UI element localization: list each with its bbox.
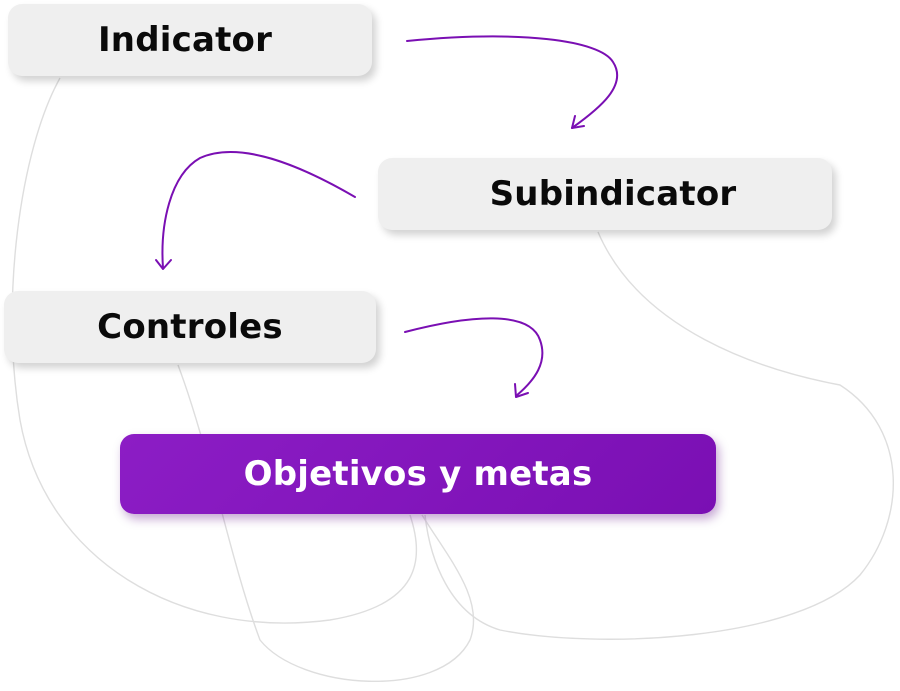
arrowhead-subindicator-icon <box>571 115 585 129</box>
arrow-indicator-to-subindicator <box>406 35 619 129</box>
controles-label: Controles <box>97 307 283 347</box>
subindicator-label: Subindicator <box>489 174 737 214</box>
guide-curve-indicator <box>11 77 418 624</box>
arrow-subindicator-to-controles <box>161 150 356 269</box>
arrowhead-controles-icon <box>155 259 172 270</box>
arrow-controles-to-objetivos <box>404 317 544 397</box>
objetivos-label: Objetivos y metas <box>243 454 593 494</box>
controles-node: Controles <box>4 291 376 363</box>
guide-curve-controles <box>177 364 475 683</box>
objetivos-node: Objetivos y metas <box>120 434 716 514</box>
arrowhead-objetivos-icon <box>514 383 529 398</box>
indicator-node: Indicator <box>8 4 372 76</box>
guide-curve-subindicator <box>424 231 894 640</box>
indicator-label: Indicator <box>97 20 273 60</box>
subindicator-node: Subindicator <box>378 158 832 230</box>
